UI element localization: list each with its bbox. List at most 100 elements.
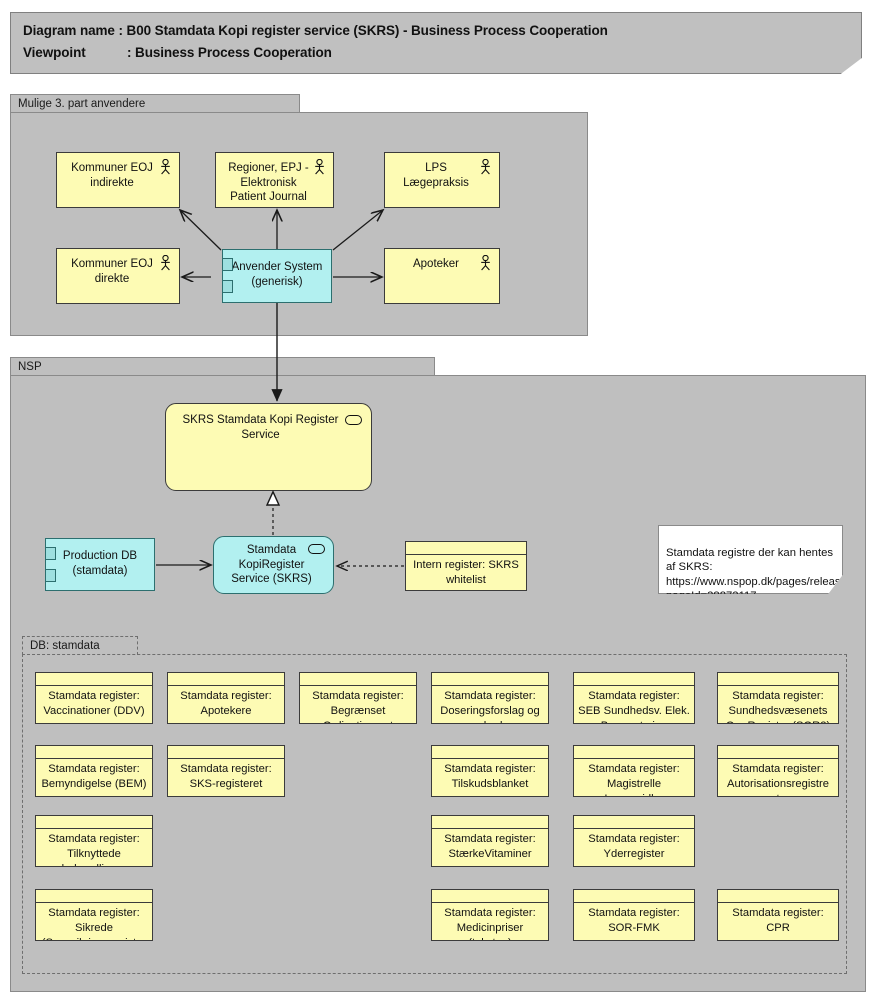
register-box[interactable]: Stamdata register: Apotekere bbox=[167, 672, 285, 724]
register-label: Stamdata register: Tilknyttede behandlin… bbox=[48, 833, 140, 866]
register-header-band bbox=[574, 673, 694, 686]
actor-lps-laegepraksis[interactable]: LPS Lægepraksis bbox=[384, 152, 500, 208]
service-icon bbox=[345, 415, 362, 425]
diagram-title-banner: Diagram name : B00 Stamdata Kopi registe… bbox=[10, 12, 862, 74]
register-label: Stamdata register: Bemyndigelse (BEM) bbox=[41, 763, 147, 790]
register-intern-skrs-whitelist[interactable]: Intern register: SKRS whitelist bbox=[405, 541, 527, 591]
register-label: Stamdata register: Magistrelle Lægemidle… bbox=[588, 763, 680, 796]
register-label: Stamdata register: SEB Sundhedsv. Elek. … bbox=[578, 690, 690, 723]
register-header-band bbox=[168, 746, 284, 759]
register-box[interactable]: Stamdata register: Vaccinationer (DDV) bbox=[35, 672, 153, 724]
group-tab-nsp: NSP bbox=[10, 357, 435, 376]
register-box[interactable]: Stamdata register: Sikrede (Sygesikrings… bbox=[35, 889, 153, 941]
register-header-band bbox=[574, 816, 694, 829]
register-label: Stamdata register: Begrænset Ordinations… bbox=[312, 690, 404, 723]
viewpoint-value: : Business Process Cooperation bbox=[127, 45, 332, 60]
register-label: Stamdata register: Tilskudsblanket bbox=[444, 763, 536, 790]
register-label: Stamdata register: Apotekere bbox=[180, 690, 272, 717]
actor-label: Kommuner EOJ indirekte bbox=[71, 162, 153, 189]
register-box[interactable]: Stamdata register: Medicinpriser (takste… bbox=[431, 889, 549, 941]
register-header-band bbox=[36, 746, 152, 759]
diagram-name-key: Diagram name : bbox=[23, 23, 123, 38]
register-header-band bbox=[718, 890, 838, 903]
component-icon bbox=[223, 280, 233, 293]
register-header-band bbox=[300, 673, 416, 686]
register-box[interactable]: Stamdata register: Begrænset Ordinations… bbox=[299, 672, 417, 724]
page-title: Diagram name : B00 Stamdata Kopi registe… bbox=[23, 23, 608, 38]
register-header-band bbox=[432, 746, 548, 759]
register-box[interactable]: Stamdata register: Yderregister bbox=[573, 815, 695, 867]
service-label: Stamdata KopiRegister Service (SKRS) bbox=[231, 544, 312, 585]
register-box[interactable]: Stamdata register: SKS-registeret bbox=[167, 745, 285, 797]
register-box[interactable]: Stamdata register: SOR-FMK bbox=[573, 889, 695, 941]
group-tab-third-party: Mulige 3. part anvendere bbox=[10, 94, 300, 113]
register-label: Stamdata register: SKS-registeret bbox=[180, 763, 272, 790]
register-label: Stamdata register: Vaccinationer (DDV) bbox=[43, 690, 145, 717]
group-label-db-stamdata: DB: stamdata bbox=[30, 640, 100, 652]
actor-apoteker[interactable]: Apoteker bbox=[384, 248, 500, 304]
register-header-band bbox=[718, 746, 838, 759]
group-label-nsp: NSP bbox=[18, 361, 42, 373]
register-label: Stamdata register: Sundhedsvæsenets Org … bbox=[726, 690, 830, 723]
service-stamdata-kopiregister[interactable]: Stamdata KopiRegister Service (SKRS) bbox=[213, 536, 334, 594]
register-box[interactable]: Stamdata register: StærkeVitaminer bbox=[431, 815, 549, 867]
component-icon bbox=[46, 547, 56, 560]
register-box[interactable]: Stamdata register: CPR bbox=[717, 889, 839, 941]
component-label: Anvender System (generisk) bbox=[231, 261, 323, 288]
register-box[interactable]: Stamdata register: Autorisationsregistre… bbox=[717, 745, 839, 797]
actor-icon bbox=[161, 159, 170, 175]
register-header-band bbox=[432, 673, 548, 686]
service-label: SKRS Stamdata Kopi Register Service bbox=[182, 414, 339, 441]
note-stamdata-registre: Stamdata registre der kan hentes af SKRS… bbox=[658, 525, 843, 594]
actor-regioner-epj[interactable]: Regioner, EPJ - Elektronisk Patient Jour… bbox=[215, 152, 334, 208]
register-label: Stamdata register: Doseringsforslag og -… bbox=[440, 690, 540, 723]
register-box[interactable]: Stamdata register: Bemyndigelse (BEM) bbox=[35, 745, 153, 797]
viewpoint-key: Viewpoint bbox=[23, 45, 86, 60]
register-header-band bbox=[574, 746, 694, 759]
register-box[interactable]: Stamdata register: SEB Sundhedsv. Elek. … bbox=[573, 672, 695, 724]
component-icon bbox=[46, 569, 56, 582]
register-header-band bbox=[574, 890, 694, 903]
component-anvender-system[interactable]: Anvender System (generisk) bbox=[222, 249, 332, 303]
register-header-band bbox=[36, 890, 152, 903]
register-label: Stamdata register: Medicinpriser (takste… bbox=[444, 907, 536, 940]
actor-kommuner-eoj-indirekte[interactable]: Kommuner EOJ indirekte bbox=[56, 152, 180, 208]
register-header-band bbox=[432, 816, 548, 829]
actor-label: LPS Lægepraksis bbox=[403, 162, 469, 189]
register-box[interactable]: Stamdata register: Sundhedsvæsenets Org … bbox=[717, 672, 839, 724]
register-header-band bbox=[406, 542, 526, 555]
component-production-db[interactable]: Production DB (stamdata) bbox=[45, 538, 155, 591]
register-label: Stamdata register: SOR-FMK bbox=[588, 907, 680, 934]
actor-kommuner-eoj-direkte[interactable]: Kommuner EOJ direkte bbox=[56, 248, 180, 304]
group-tab-db-stamdata: DB: stamdata bbox=[22, 636, 138, 655]
register-box[interactable]: Stamdata register: Tilskudsblanket bbox=[431, 745, 549, 797]
actor-icon bbox=[481, 159, 490, 175]
note-text: Stamdata registre der kan hentes af SKRS… bbox=[666, 546, 872, 594]
register-label: Stamdata register: CPR bbox=[732, 907, 824, 934]
diagram-name-value: B00 Stamdata Kopi register service (SKRS… bbox=[126, 23, 608, 38]
register-header-band bbox=[36, 673, 152, 686]
service-skrs-stamdata-kopi-register[interactable]: SKRS Stamdata Kopi Register Service bbox=[165, 403, 372, 491]
group-label-third-party: Mulige 3. part anvendere bbox=[18, 98, 146, 110]
component-icon bbox=[223, 258, 233, 271]
register-header-band bbox=[432, 890, 548, 903]
actor-label: Regioner, EPJ - Elektronisk Patient Jour… bbox=[228, 162, 309, 203]
register-header-band bbox=[718, 673, 838, 686]
register-header-band bbox=[36, 816, 152, 829]
component-label: Production DB (stamdata) bbox=[62, 550, 138, 577]
register-label: Stamdata register: StærkeVitaminer bbox=[444, 833, 536, 860]
register-label: Intern register: SKRS whitelist bbox=[413, 559, 519, 586]
actor-icon bbox=[315, 159, 324, 175]
register-label: Stamdata register: Yderregister bbox=[588, 833, 680, 860]
register-box[interactable]: Stamdata register: Magistrelle Lægemidle… bbox=[573, 745, 695, 797]
actor-label: Apoteker bbox=[412, 258, 460, 270]
actor-label: Kommuner EOJ direkte bbox=[71, 258, 153, 285]
register-header-band bbox=[168, 673, 284, 686]
register-box[interactable]: Stamdata register: Tilknyttede behandlin… bbox=[35, 815, 153, 867]
service-icon bbox=[308, 544, 325, 554]
register-box[interactable]: Stamdata register: Doseringsforslag og -… bbox=[431, 672, 549, 724]
actor-icon bbox=[481, 255, 490, 271]
actor-icon bbox=[161, 255, 170, 271]
register-label: Stamdata register: Autorisationsregistre… bbox=[727, 763, 829, 796]
